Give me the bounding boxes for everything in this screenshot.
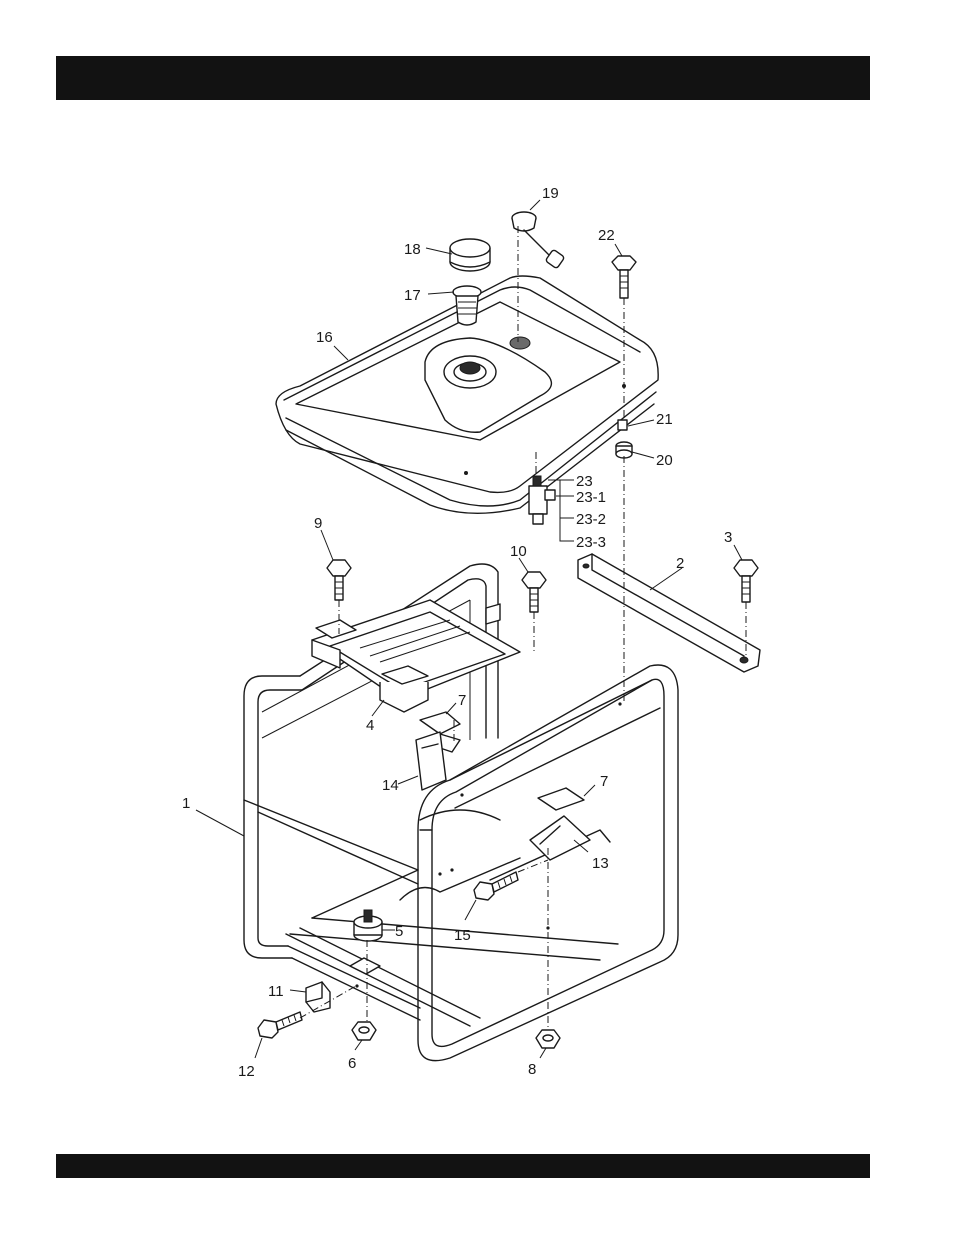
bracket-icon <box>578 554 760 672</box>
callout-21: 21 <box>656 411 673 428</box>
callout-22: 22 <box>598 227 615 244</box>
nut-icon <box>352 1022 376 1040</box>
bolt-icon <box>522 572 546 612</box>
callout-18: 18 <box>404 241 421 258</box>
callout-3: 3 <box>724 529 732 546</box>
bolt-icon <box>612 256 636 298</box>
fuel-gauge-icon <box>512 212 565 269</box>
bolt-icon <box>734 560 758 602</box>
callout-19: 19 <box>542 185 559 202</box>
callout-12: 12 <box>238 1063 255 1080</box>
callout-13: 13 <box>592 855 609 872</box>
callout-14: 14 <box>382 777 399 794</box>
callout-10: 10 <box>510 543 527 560</box>
callout-2: 2 <box>676 555 684 572</box>
fuel-cap-icon <box>450 239 490 271</box>
callout-23-1: 23-1 <box>576 489 606 506</box>
callout-20: 20 <box>656 452 673 469</box>
callout-1: 1 <box>182 795 190 812</box>
callout-23: 23 <box>576 473 593 490</box>
bolt-icon <box>258 1012 302 1038</box>
callout-7b: 7 <box>600 773 608 790</box>
bolt-icon <box>474 872 518 900</box>
strainer-icon <box>453 286 481 325</box>
callout-6: 6 <box>348 1055 356 1072</box>
callout-15: 15 <box>454 927 471 944</box>
callout-11: 11 <box>268 983 284 1000</box>
callout-4: 4 <box>366 717 374 734</box>
callout-5: 5 <box>395 923 403 940</box>
bolt-icon <box>327 560 351 600</box>
callout-23-2: 23-2 <box>576 511 606 528</box>
callout-7a: 7 <box>458 692 466 709</box>
callout-9: 9 <box>314 515 322 532</box>
bracket-icon <box>312 600 520 712</box>
callout-17: 17 <box>404 287 421 304</box>
bracket-icon <box>420 712 584 810</box>
callout-8: 8 <box>528 1061 536 1078</box>
nut-icon <box>536 1030 560 1048</box>
callout-16: 16 <box>316 329 333 346</box>
callout-23-3: 23-3 <box>576 534 606 551</box>
